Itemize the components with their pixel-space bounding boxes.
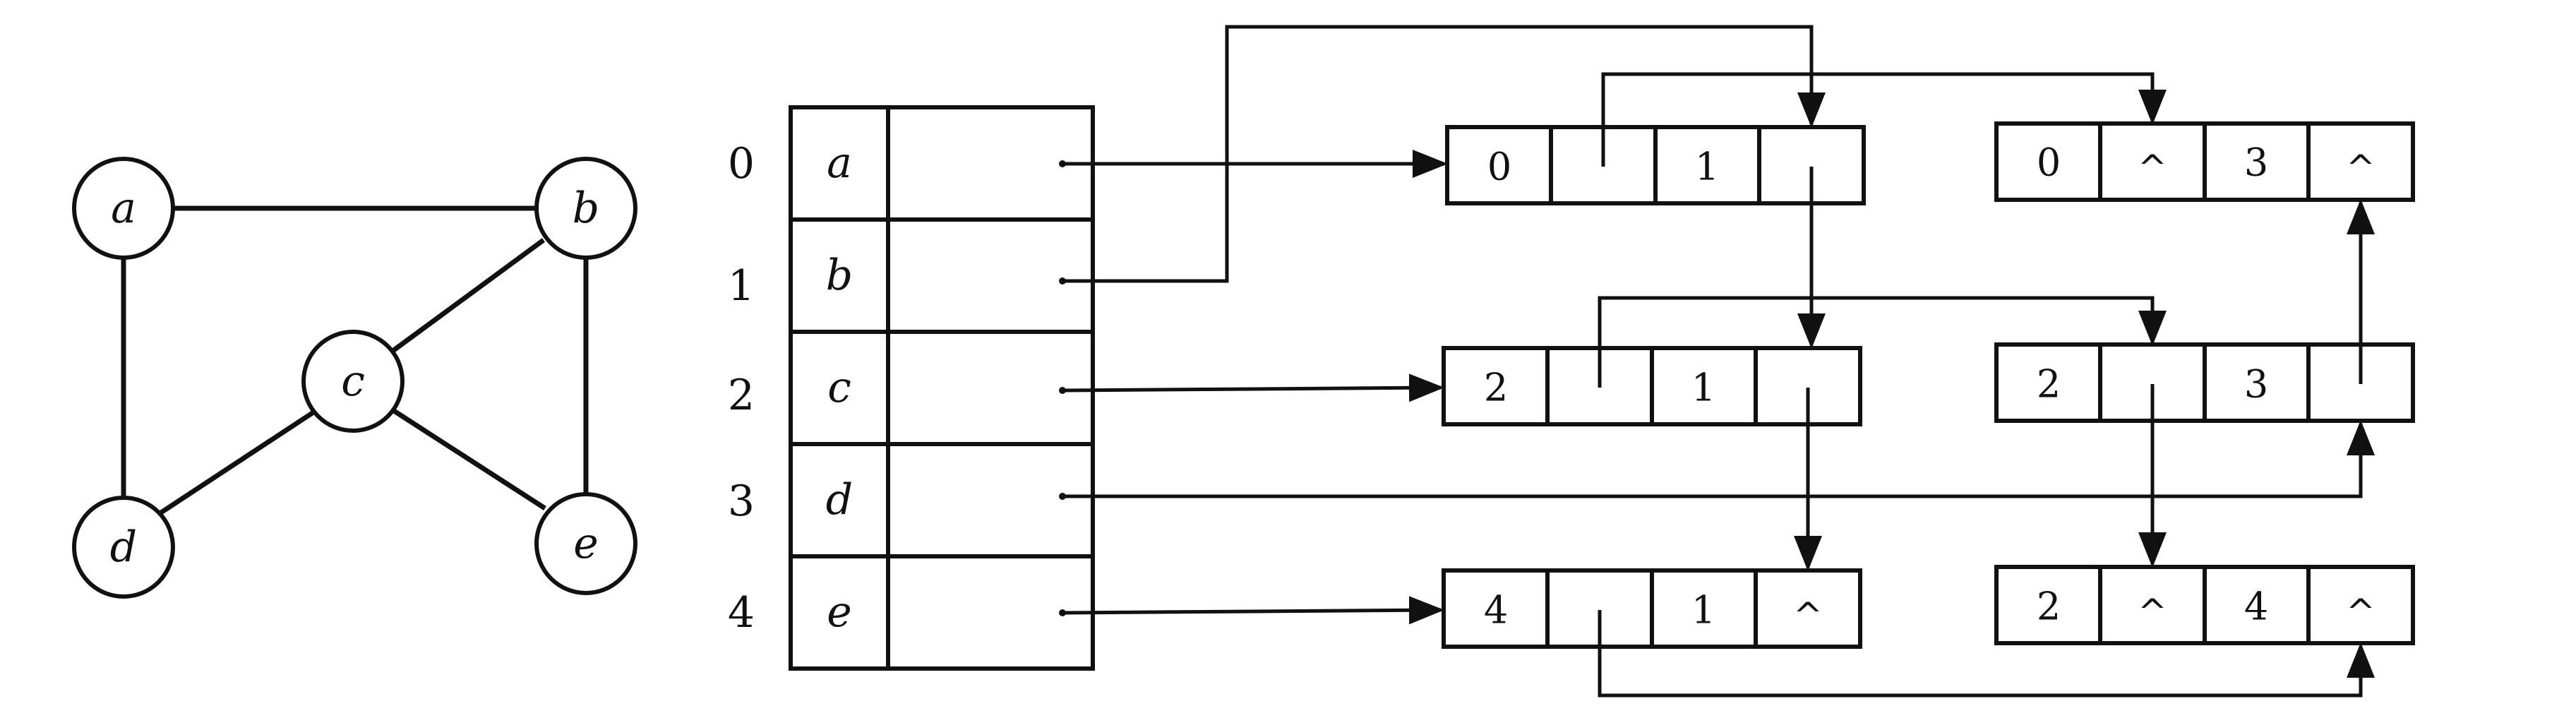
pointer-b-first [1062, 25, 1826, 283]
edge-node-0-3-ilink: ^ [2138, 148, 2167, 189]
edge-c-e [390, 407, 546, 510]
edge-node-2-1-ivex: 2 [1484, 366, 1508, 410]
header-vertex-4: e [827, 587, 852, 637]
vertex-label-c: c [341, 357, 365, 406]
edge-node-4-1: 4 1 ^ [1442, 568, 1862, 649]
pointer-c-first [1062, 373, 1444, 402]
edge-node-2-4-jvex: 4 [2244, 585, 2268, 629]
edge-node-2-1-jvex: 1 [1691, 366, 1715, 410]
vertex-b [534, 157, 637, 260]
pointer-0-1-ilink [1601, 72, 2167, 167]
header-index-4: 4 [728, 588, 755, 638]
edge-node-2-3-ivex: 2 [2037, 362, 2061, 407]
header-vertex-3: d [826, 475, 853, 525]
header-index-3: 3 [728, 477, 755, 526]
edge-node-0-1-ivex: 0 [1487, 145, 1511, 189]
pointer-2-1-ilink [1598, 296, 2167, 388]
vertex-d [72, 496, 175, 599]
header-vertex-0: a [827, 138, 852, 188]
edge-node-2-3: 2 3 [1994, 342, 2415, 423]
header-index-1: 1 [728, 261, 755, 311]
vertex-label-e: e [573, 519, 599, 568]
edge-node-2-3-jvex: 3 [2244, 362, 2268, 407]
vertex-label-b: b [573, 184, 599, 233]
header-index-0: 0 [728, 139, 755, 189]
edge-node-0-3-jvex: 3 [2244, 140, 2268, 185]
vertex-label-d: d [110, 522, 137, 572]
edge-node-2-4: 2 ^ 4 ^ [1994, 565, 2415, 645]
edge-node-2-4-ivex: 2 [2037, 585, 2061, 629]
edge-node-0-1: 0 1 [1445, 125, 1866, 205]
vertex-header-table [789, 105, 1095, 671]
vertex-label-a: a [111, 184, 136, 233]
pointer-e-first [1062, 596, 1444, 625]
edge-node-0-1-jvex: 1 [1695, 145, 1719, 189]
edge-node-4-1-jvex: 1 [1691, 588, 1715, 633]
vertex-a [72, 157, 175, 260]
edge-c-d [157, 407, 319, 516]
header-vertex-1: b [826, 251, 853, 300]
edge-node-2-1: 2 1 [1442, 346, 1862, 426]
pointer-4-1-ilink [1598, 610, 2375, 698]
header-vertex-2: c [827, 363, 851, 412]
edge-node-0-3-ivex: 0 [2037, 140, 2061, 185]
edge-node-0-3: 0 ^ 3 ^ [1994, 121, 2415, 202]
header-index-2: 2 [728, 371, 755, 420]
undirected-graph [121, 205, 589, 516]
edge-node-2-4-ilink: ^ [2138, 592, 2167, 633]
edge-b-c [390, 238, 546, 354]
vertex-c [301, 330, 405, 433]
edge-node-0-3-jlink: ^ [2346, 148, 2376, 189]
pointer-d-first [1062, 420, 2375, 498]
vertex-e [534, 492, 637, 595]
edge-node-2-4-jlink: ^ [2346, 592, 2376, 633]
edge-node-4-1-ivex: 4 [1484, 588, 1508, 633]
edge-node-4-1-jlink: ^ [1793, 595, 1823, 636]
